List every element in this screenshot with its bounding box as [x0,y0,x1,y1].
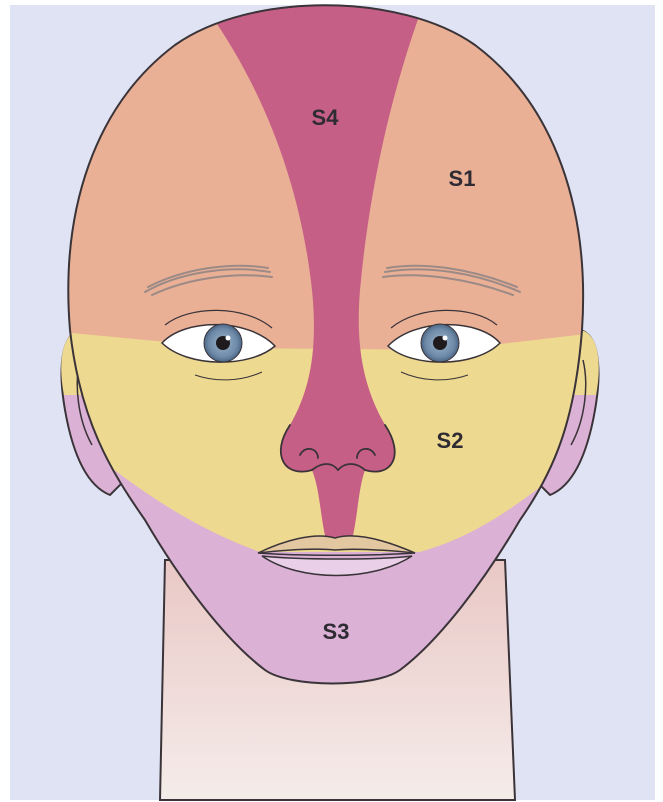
label-s4: S4 [312,105,340,130]
label-s1: S1 [449,166,476,191]
label-s3: S3 [323,619,350,644]
label-s2: S2 [437,428,464,453]
